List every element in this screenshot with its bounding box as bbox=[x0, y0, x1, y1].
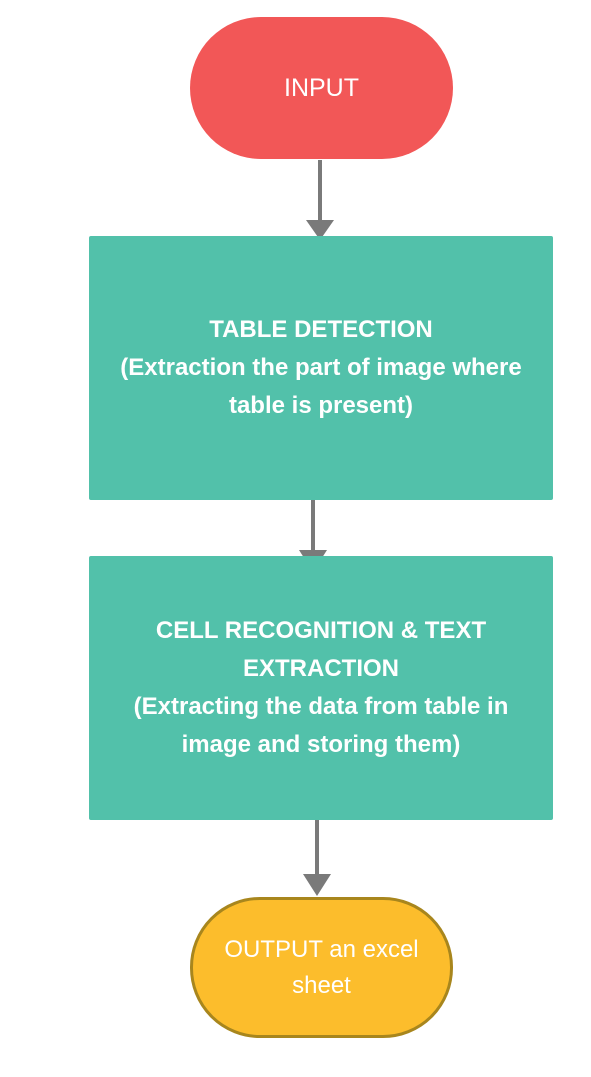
output-node: OUTPUT an excel sheet bbox=[190, 897, 453, 1038]
arrow-cell-to-output bbox=[303, 812, 331, 896]
cell-recognition-title-line-2: EXTRACTION bbox=[243, 655, 399, 682]
cell-recognition-description-line-2: image and storing them) bbox=[181, 731, 461, 758]
cell-recognition-title-line-1: CELL RECOGNITION & TEXT bbox=[155, 617, 487, 644]
output-label-line-1: OUTPUT an excel bbox=[224, 935, 419, 963]
input-label: INPUT bbox=[284, 73, 359, 102]
table-detection-description-line-2: table is present) bbox=[228, 392, 414, 419]
cell-recognition-node: CELL RECOGNITION & TEXT EXTRACTION (Extr… bbox=[89, 556, 553, 820]
cell-recognition-description-line-1: (Extracting the data from table in bbox=[133, 693, 509, 720]
arrow-input-to-detection bbox=[306, 160, 334, 240]
input-node: INPUT bbox=[190, 17, 453, 159]
table-detection-node: TABLE DETECTION (Extraction the part of … bbox=[89, 236, 553, 500]
table-detection-description-line-1: (Extraction the part of image where bbox=[120, 354, 522, 381]
table-detection-title: TABLE DETECTION bbox=[209, 316, 433, 343]
output-label-line-2: sheet bbox=[292, 971, 351, 999]
